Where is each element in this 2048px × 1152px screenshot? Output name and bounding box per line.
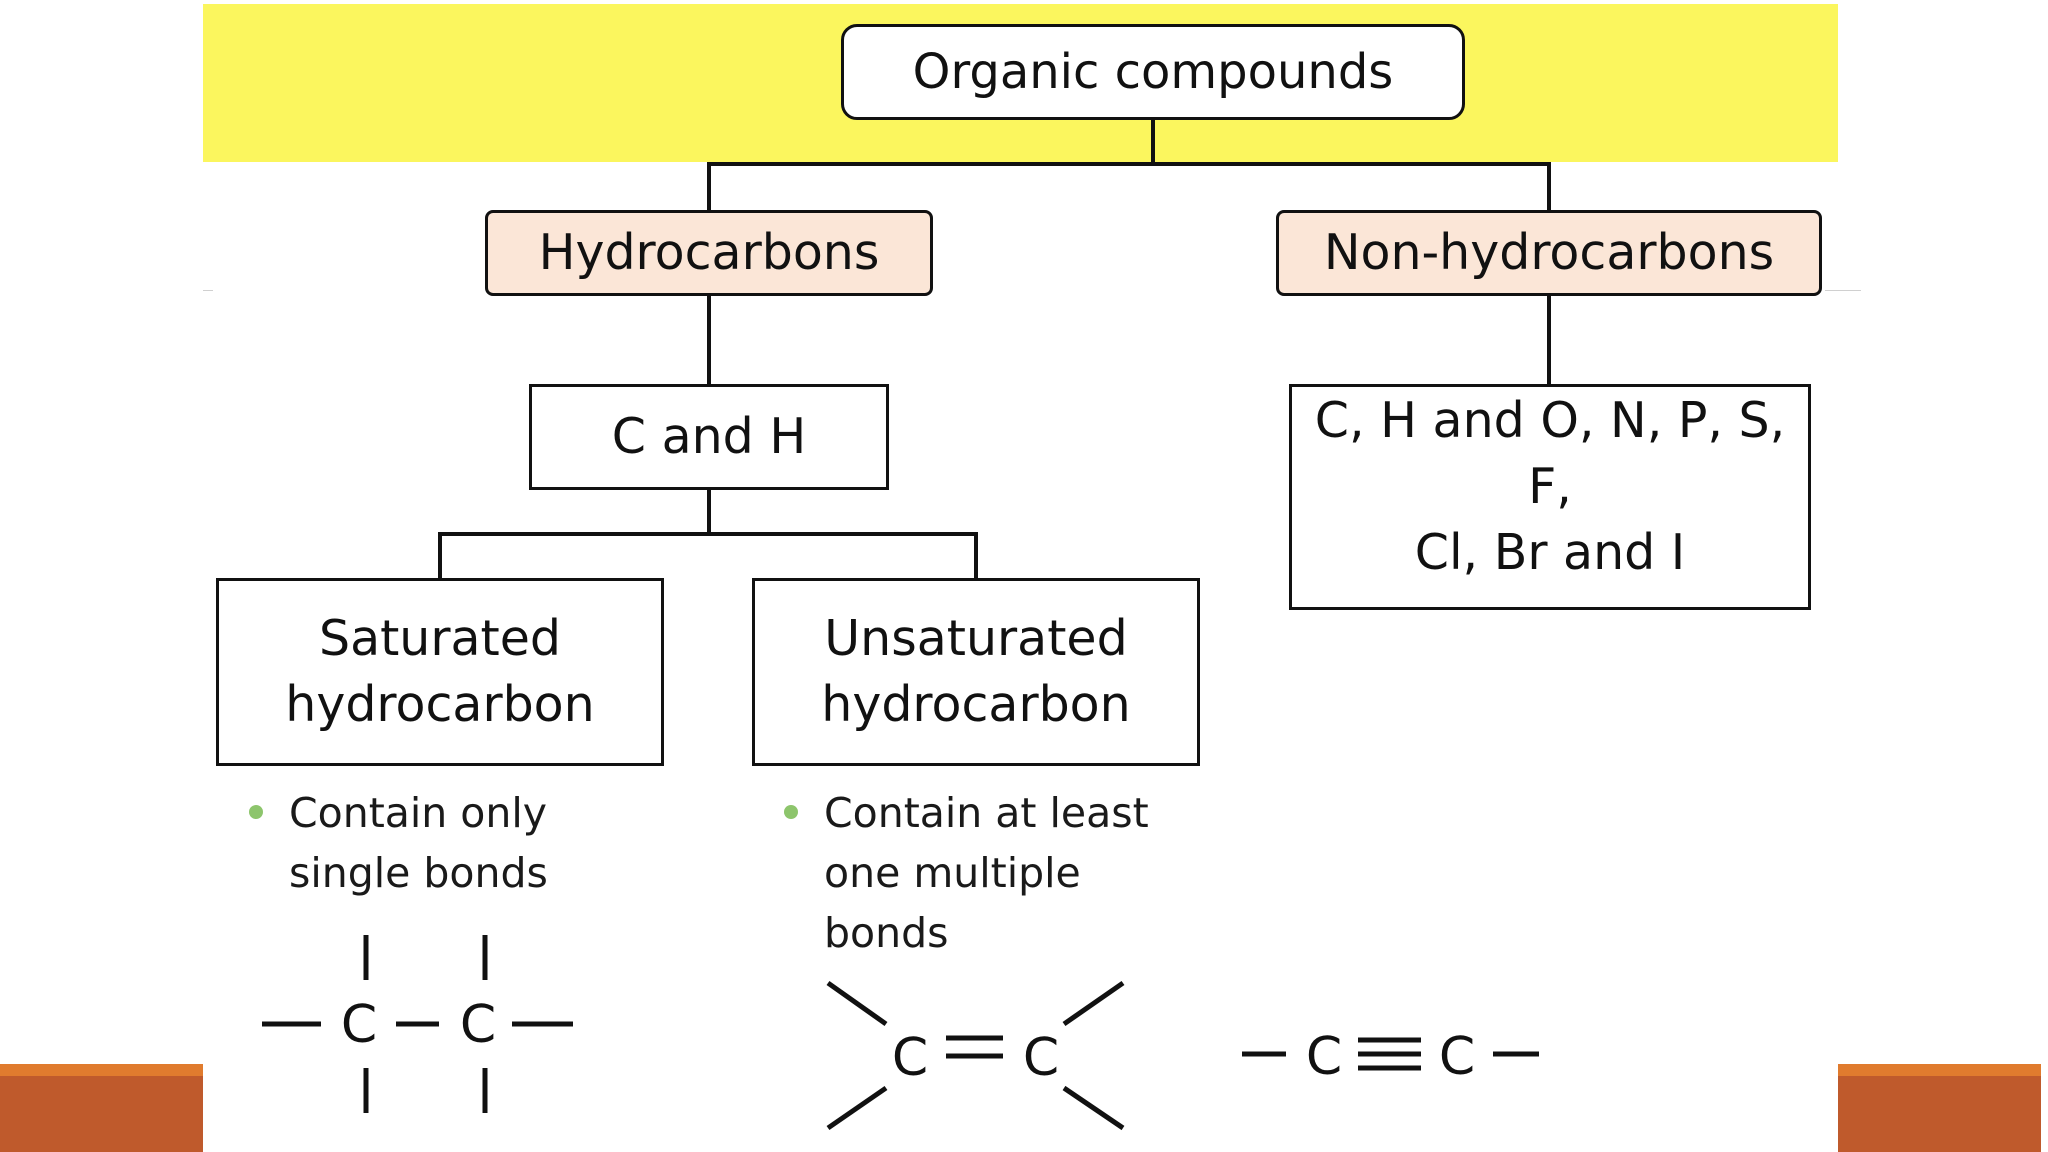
- saturated-note-line-2: single bonds: [289, 849, 548, 897]
- c-and-h-label: C and H: [611, 408, 807, 466]
- carbon-atom: C: [1439, 1027, 1475, 1087]
- elements-line-1: C, H and O, N, P, S, F,: [1314, 392, 1786, 515]
- c-and-h-box: C and H: [529, 384, 889, 490]
- hydrocarbons-box: Hydrocarbons: [485, 210, 933, 296]
- saturated-line-2: hydrocarbon: [285, 676, 595, 733]
- saturated-note: Contain only single bonds: [249, 783, 548, 903]
- organic-compounds-box: Organic compounds: [841, 24, 1465, 120]
- non-hydrocarbon-elements-box: C, H and O, N, P, S, F, Cl, Br and I: [1289, 384, 1811, 610]
- elements-line-2: Cl, Br and I: [1414, 524, 1686, 581]
- triple-bond-structure: C C: [1242, 1027, 1539, 1087]
- non-hydrocarbons-label: Non-hydrocarbons: [1323, 224, 1775, 282]
- accent-bar-left: [0, 1064, 203, 1152]
- unsaturated-line-1: Unsaturated: [824, 610, 1128, 667]
- carbon-atom: C: [1306, 1027, 1342, 1087]
- hydrocarbons-label: Hydrocarbons: [538, 224, 880, 282]
- saturated-line-1: Saturated: [318, 610, 562, 667]
- divider-line: [1825, 290, 1861, 291]
- unsaturated-line-2: hydrocarbon: [821, 676, 1131, 733]
- structural-formulas: C C C C C C: [262, 935, 1539, 1131]
- divider-line: [203, 290, 213, 291]
- unsaturated-note-line-3: bonds: [824, 909, 949, 957]
- double-bond-structure: C C: [826, 980, 1125, 1131]
- unsaturated-note-line-1: Contain at least: [824, 789, 1149, 837]
- unsaturated-note: Contain at least one multiple bonds: [784, 783, 1149, 963]
- carbon-atom: C: [341, 995, 377, 1055]
- carbon-atom: C: [460, 995, 496, 1055]
- organic-compounds-label: Organic compounds: [912, 43, 1394, 100]
- bullet-dot: [784, 805, 798, 819]
- unsaturated-note-line-2: one multiple: [824, 849, 1081, 897]
- non-hydrocarbons-box: Non-hydrocarbons: [1276, 210, 1822, 296]
- tree-connectors: [438, 116, 1551, 582]
- bullet-dot: [249, 805, 263, 819]
- unsaturated-hydrocarbon-box: Unsaturated hydrocarbon: [752, 578, 1200, 766]
- carbon-atom: C: [1023, 1028, 1059, 1088]
- saturated-hydrocarbon-box: Saturated hydrocarbon: [216, 578, 664, 766]
- carbon-atom: C: [892, 1028, 928, 1088]
- saturated-note-line-1: Contain only: [289, 789, 548, 837]
- single-bond-structure: C C: [262, 935, 573, 1113]
- accent-bar-right: [1838, 1064, 2041, 1152]
- slide: Organic compounds Hydrocarbons Non-hydro…: [203, 0, 1861, 1152]
